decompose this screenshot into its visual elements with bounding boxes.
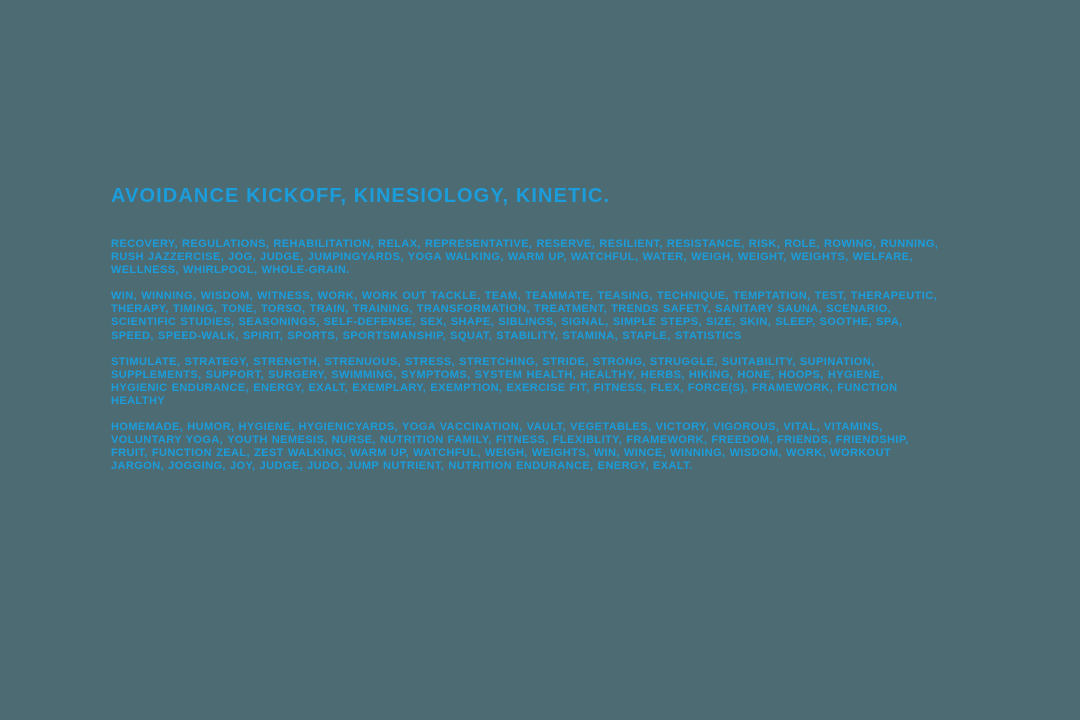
document-content: AVOIDANCE KICKOFF, KINESIOLOGY, KINETIC.… [111,184,943,473]
page-title: AVOIDANCE KICKOFF, KINESIOLOGY, KINETIC. [111,185,611,207]
keyword-paragraph-list: RECOVERY, REGULATIONS, REHABILITATION, R… [111,238,943,473]
keyword-paragraph-2: WIN, WINNING, WISDOM, WITNESS, WORK, WOR… [111,290,938,342]
keyword-paragraph-3: STIMULATE, STRATEGY, STRENGTH, STRENUOUS… [111,355,898,407]
keyword-paragraph-1: RECOVERY, REGULATIONS, REHABILITATION, R… [111,238,939,277]
keyword-paragraph-4: HOMEMADE, HUMOR, HYGIENE, HYGIENICYARDS,… [111,421,909,473]
